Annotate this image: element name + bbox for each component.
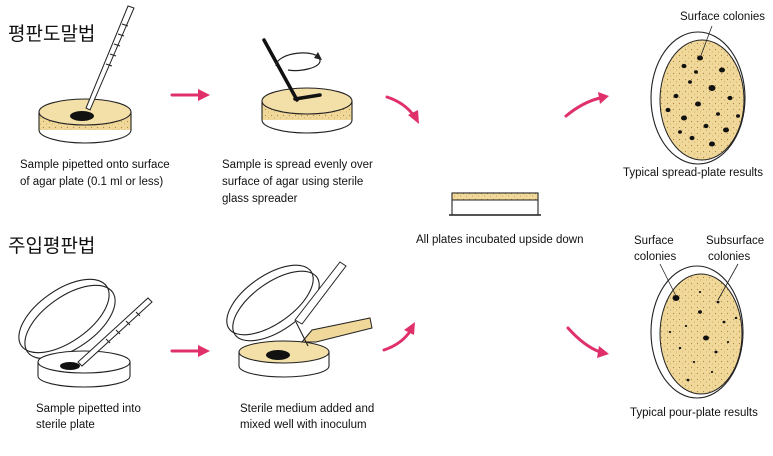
arrow-right-icon — [170, 345, 210, 357]
surface-colony — [703, 123, 709, 129]
spread-step1-plate — [38, 98, 132, 144]
spread-step2-caption-line2: surface of agar using sterile — [222, 176, 363, 188]
pipette-icon — [85, 5, 135, 111]
surface-colony — [681, 63, 687, 69]
spread-step1-caption-line1: Sample pipetted onto surface — [20, 159, 170, 171]
surface-colony — [723, 127, 729, 133]
surface-colony — [673, 93, 679, 99]
surface-colony — [689, 135, 695, 141]
incubation-caption: All plates incubated upside down — [416, 234, 584, 246]
surface-colonies-label-line1: Surface — [634, 235, 674, 247]
glass-spreader-icon — [262, 38, 322, 102]
surface-colony — [719, 67, 725, 73]
spread-result-caption: Typical spread-plate results — [623, 167, 763, 179]
spread-colonies — [665, 55, 740, 147]
pipette-icon — [77, 297, 153, 367]
pour-colony — [668, 330, 672, 334]
pour-colony — [698, 290, 702, 294]
curved-arrow-icon — [564, 92, 609, 118]
arrow-right-icon — [170, 89, 210, 101]
pour-colony — [734, 316, 738, 320]
pour-colonies — [668, 290, 738, 382]
pour-step1-caption-line1: Sample pipetted into — [36, 403, 141, 415]
surface-colony — [694, 70, 698, 74]
pour-step1-caption-line2: sterile plate — [36, 419, 95, 431]
medium-flask-icon — [294, 261, 373, 347]
pour-colony — [722, 320, 726, 324]
pour-step2-plate — [226, 264, 330, 378]
pour-result-plate — [650, 265, 744, 399]
pour-plate-title: 주입평판법 — [8, 235, 95, 257]
surface-colonies-label-line2: colonies — [634, 251, 676, 263]
pour-colony — [686, 378, 690, 382]
surface-colony — [708, 85, 716, 91]
pour-step2-caption-line1: Sterile medium added and — [240, 403, 374, 415]
pour-colony — [703, 335, 709, 341]
pour-colony — [684, 324, 688, 328]
surface-colony — [716, 112, 720, 116]
curved-arrow-icon — [382, 322, 415, 352]
spread-step2-plate — [261, 87, 353, 134]
pour-colony — [692, 360, 696, 364]
surface-colony — [727, 95, 733, 101]
pour-colony — [678, 346, 682, 350]
surface-colony — [678, 130, 682, 134]
surface-colony — [736, 114, 740, 118]
pour-colony — [672, 295, 680, 301]
pour-colony — [716, 300, 720, 304]
spread-step1-caption-line2: of agar plate (0.1 ml or less) — [20, 176, 163, 188]
sample-drop — [60, 362, 80, 370]
pour-colony — [726, 340, 730, 344]
surface-colony — [681, 115, 687, 121]
subsurface-colonies-label-line2: colonies — [708, 251, 750, 263]
pour-colony — [698, 310, 702, 314]
inverted-plate-icon — [449, 192, 541, 216]
sample-drop — [70, 111, 94, 121]
pour-colony — [710, 370, 714, 374]
rotation-arrow-icon — [275, 52, 322, 72]
spread-step2-caption-line3: glass spreader — [222, 193, 298, 205]
surface-colony — [695, 101, 701, 107]
curved-arrow-icon — [566, 326, 609, 358]
spread-plate-title: 평판도말법 — [8, 23, 95, 45]
curved-arrow-icon — [385, 95, 419, 124]
spread-step2-caption-line1: Sample is spread evenly over — [222, 159, 373, 171]
pour-step1-plate — [18, 278, 131, 388]
pour-result-caption: Typical pour-plate results — [630, 407, 758, 419]
inoculum-drop — [266, 350, 290, 360]
surface-colonies-label: Surface colonies — [680, 11, 765, 23]
surface-colony — [709, 141, 715, 147]
subsurface-colonies-label-line1: Subsurface — [706, 235, 764, 247]
pour-colony — [714, 350, 718, 354]
pour-step2-caption-line2: mixed well with inoculum — [240, 419, 367, 431]
surface-colony — [688, 80, 692, 84]
surface-colony — [665, 107, 671, 113]
